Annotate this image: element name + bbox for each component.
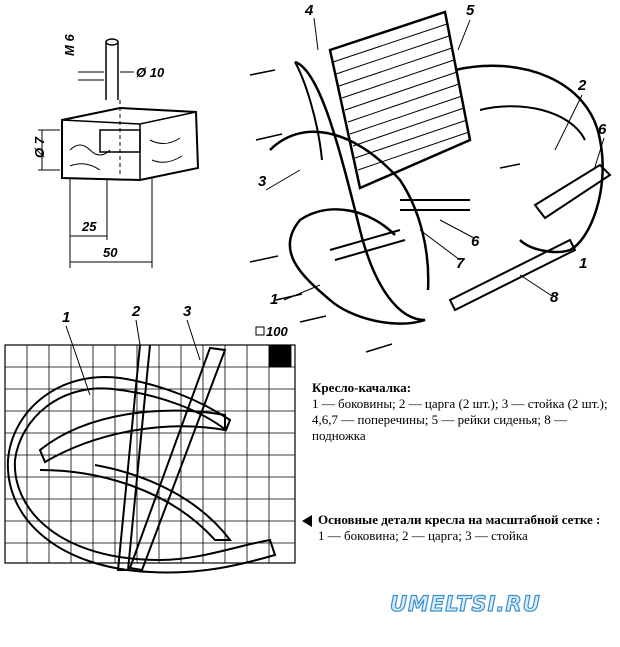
- front-crossbar: [533, 163, 612, 220]
- rocking-chair-drawing: [249, 10, 612, 353]
- footrest: [448, 238, 577, 312]
- chair-label-4: 4: [304, 2, 314, 19]
- grid-caption-body: 1 — боковина; 2 — царга; 3 — стойка: [318, 528, 528, 543]
- wood-block: [61, 106, 200, 182]
- chair-label-7: 7: [456, 255, 465, 272]
- chair-label-5: 5: [466, 2, 475, 19]
- chair-label-3: 3: [258, 173, 267, 190]
- scale-square: [268, 344, 292, 368]
- chair-label-6b: 6: [471, 233, 480, 250]
- chair-label-1b: 1: [270, 291, 278, 308]
- scale-grid: [4, 344, 296, 564]
- grid-label-2: 2: [131, 303, 141, 320]
- bolt: [105, 42, 119, 100]
- grid-parts: [6, 344, 277, 574]
- bolt-size-label: М 6: [62, 34, 77, 56]
- grid-caption-title: Основные детали кресла на масштабной сет…: [318, 512, 601, 527]
- chair-caption-title: Кресло-качалка:: [312, 380, 412, 395]
- joint-detail: [38, 38, 200, 268]
- pointer-triangle: [302, 515, 312, 527]
- right-side: [454, 64, 604, 254]
- grid-label-3: 3: [183, 303, 192, 320]
- chair-label-6a: 6: [598, 121, 607, 138]
- scale-label: 100: [266, 324, 288, 339]
- watermark: UMELTSI.RU: [390, 592, 541, 616]
- grid-caption: Основные детали кресла на масштабной сет…: [318, 512, 616, 544]
- chair-label-1: 1: [579, 255, 587, 272]
- chair-caption-body: 1 — боковины; 2 — царга (2 шт.); 3 — сто…: [312, 396, 608, 443]
- chair-label-8: 8: [550, 289, 559, 306]
- chair-label-2: 2: [577, 77, 587, 94]
- dim-25-label: 25: [81, 219, 97, 234]
- chair-caption: Кресло-качалка: 1 — боковины; 2 — царга …: [312, 380, 612, 444]
- hole-diameter-label: Ø 7: [32, 136, 47, 158]
- dim-50-label: 50: [103, 245, 118, 260]
- grid-label-1: 1: [62, 309, 70, 326]
- left-side: [288, 60, 426, 325]
- pin-diameter-label: Ø 10: [136, 65, 165, 80]
